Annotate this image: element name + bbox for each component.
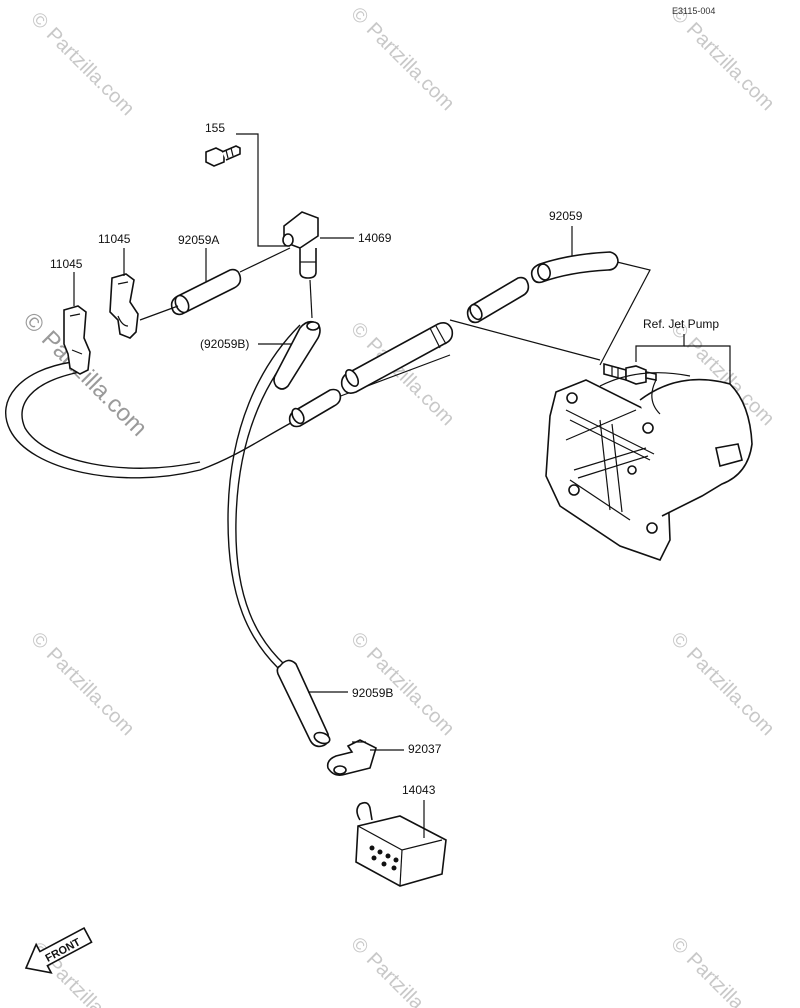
jet-pump-housing[interactable] xyxy=(545,372,753,561)
watermark-symbol: © xyxy=(26,628,52,654)
watermark-symbol: © xyxy=(26,8,52,34)
hose-line xyxy=(139,305,179,321)
diagram-code: E3115-004 xyxy=(672,6,715,16)
watermark: © Partzilla.com xyxy=(26,8,138,120)
watermark: © Partzilla.com xyxy=(346,628,458,740)
watermark-text: Partzilla.com xyxy=(362,19,459,116)
hose-line xyxy=(239,247,291,273)
part-92059B-upper-hose[interactable] xyxy=(273,320,321,390)
label-14069: 14069 xyxy=(358,231,392,245)
fitting-line xyxy=(449,319,601,361)
watermark-symbol: © xyxy=(666,628,692,654)
label-ref-jet-pump: Ref. Jet Pump xyxy=(643,317,719,331)
label-155: 155 xyxy=(205,121,225,135)
leader-155 xyxy=(236,133,290,247)
part-11045-clip-lower[interactable] xyxy=(63,305,91,375)
loop-line xyxy=(5,361,301,479)
part-92059A-hose[interactable] xyxy=(170,268,242,316)
watermark: © Partzilla.com xyxy=(26,938,138,1008)
watermark-symbol: © xyxy=(346,628,372,654)
watermark-symbol: © xyxy=(346,3,372,29)
watermark: © Partzilla.com xyxy=(346,933,458,1008)
watermark-text: Partzilla.com xyxy=(682,19,779,116)
part-14069-elbow[interactable] xyxy=(282,211,319,279)
watermark: © Partzilla.com xyxy=(666,628,778,740)
long-tube-line-inner xyxy=(227,324,301,669)
watermark: © Partzilla.com xyxy=(26,628,138,740)
watermark-text: Partzilla.com xyxy=(682,949,779,1008)
label-92059-right: 92059 xyxy=(549,209,583,223)
hose-to-pump-line xyxy=(599,261,651,366)
part-92059B-lower-hose[interactable] xyxy=(276,659,331,748)
watermark-symbol: © xyxy=(18,307,50,339)
part-155-bolt[interactable] xyxy=(205,145,241,167)
watermark-text: Partzilla.com xyxy=(42,644,139,741)
watermark: © Partzilla.com xyxy=(666,933,778,1008)
part-14043-box[interactable] xyxy=(355,801,447,887)
leader-14069-down xyxy=(309,279,313,319)
watermark-text: Partzilla.com xyxy=(362,949,459,1008)
leader-ref-jet-pump xyxy=(635,334,685,362)
watermark-text: Partzilla.com xyxy=(682,644,779,741)
part-92059-hose[interactable] xyxy=(530,251,619,284)
label-14043: 14043 xyxy=(402,783,436,797)
label-11045-lower: 11045 xyxy=(50,257,83,271)
watermark-text: Partzilla.com xyxy=(42,24,139,121)
watermark-symbol: © xyxy=(346,318,372,344)
label-92059B-lower: 92059B xyxy=(352,686,393,700)
watermark-text: Partzilla.com xyxy=(36,326,152,442)
label-92059A: 92059A xyxy=(178,233,219,247)
watermark: © Partzilla.com xyxy=(666,3,778,115)
part-11045-clip-upper[interactable] xyxy=(109,273,139,339)
label-92059B-upper: (92059B) xyxy=(200,337,249,351)
label-11045-upper: 11045 xyxy=(98,232,131,246)
part-92037-clamp[interactable] xyxy=(326,739,377,776)
part-hose-segment-center[interactable] xyxy=(340,322,454,394)
watermark-symbol: © xyxy=(346,933,372,959)
part-hose-segment-right[interactable] xyxy=(466,276,530,324)
part-hose-segment-left[interactable] xyxy=(288,388,342,428)
watermark: © Partzilla.com xyxy=(346,3,458,115)
label-92037: 92037 xyxy=(408,742,442,756)
loop-line-inner xyxy=(21,371,201,469)
leader-ref-jet-pump-right xyxy=(684,345,731,400)
watermark-symbol: © xyxy=(666,933,692,959)
